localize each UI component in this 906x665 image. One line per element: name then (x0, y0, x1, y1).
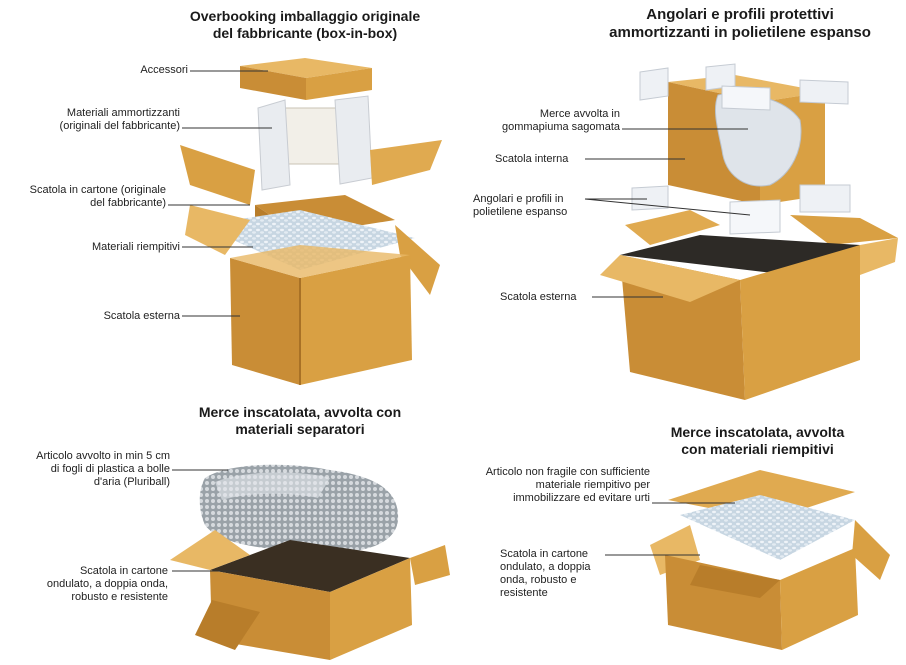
box4-flap-front (690, 565, 780, 598)
label-scatola-esterna-2: Scatola esterna (500, 291, 577, 303)
panel2-title: Angolari e profili protettivi ammortizza… (585, 6, 895, 42)
box-in-box-illustration (180, 58, 442, 385)
inner-flap-left (180, 145, 255, 205)
label-materiali-ammortizzanti: Materiali ammortizzanti (originali del f… (40, 107, 180, 133)
label-merce-avvolta: Merce avvolta in gommapiuma sagomata (500, 108, 620, 134)
label-cartone-line1: Scatola in cartone (originale (29, 184, 166, 196)
label-articolo4-line3: immobilizzare ed evitare urti (513, 492, 650, 504)
leader-lines (168, 70, 751, 572)
label-scatola3-line1: Scatola in cartone (79, 565, 168, 577)
filler-peanuts (200, 210, 415, 270)
panel2-title-line1: Angolari e profili protettivi (646, 6, 834, 23)
outer-box-front (230, 258, 300, 385)
accessori-box-front (240, 66, 306, 100)
corner-top-front (721, 85, 771, 111)
corner-top-back (705, 63, 736, 91)
box4-side (780, 548, 858, 650)
label-angolari-line1: Angolari e profili in (473, 193, 564, 205)
label-ammortizzanti-line2: (originali del fabbricante) (59, 120, 180, 132)
label-accessori: Accessori (140, 64, 188, 76)
polyethylene-corners-illustration (600, 63, 898, 400)
inner-flap-right (370, 140, 442, 185)
accessori-box-side (306, 68, 372, 100)
corner-bottom-right (799, 184, 851, 213)
box3-flap-front (195, 600, 260, 650)
box4-front (665, 555, 782, 650)
label-scatola-doppia-onda-4: Scatola in cartone ondulato, a doppia on… (500, 548, 605, 600)
label-articolo3-line2: di fogli di plastica a bolle (50, 463, 170, 475)
loose-fill-illustration (650, 470, 890, 650)
label-scatola4-line2: ondulato, a doppia (500, 561, 591, 573)
cushion-left (257, 99, 291, 191)
bubble-wrap-illustration (170, 464, 450, 660)
corner-bottom-front (729, 199, 781, 235)
leader-angolari-b (584, 198, 751, 216)
label-articolo4-line1: Articolo non fragile con sufficiente (485, 466, 650, 478)
cushion-right (334, 95, 373, 185)
outer-flap-back-left (625, 210, 720, 245)
panel1-title: Overbooking imballaggio originale del fa… (180, 8, 430, 42)
panel1-title-line1: Overbooking imballaggio originale (189, 8, 421, 24)
label-articolo3-line1: Articolo avvolto in min 5 cm (36, 450, 170, 462)
label-angolari-profili: Angolari e profili in polietilene espans… (473, 193, 588, 219)
panel4-title: Merce inscatolata, avvolta con materiali… (650, 424, 865, 458)
outer-flap-front (600, 255, 740, 302)
corner-top-left (639, 67, 669, 101)
box3-flap-right (410, 545, 450, 585)
foam-wrapped-product (715, 93, 802, 187)
label-scatola4-line3: onda, robusto e (500, 574, 577, 586)
label-materiali-riempitivi: Materiali riempitivi (91, 241, 180, 253)
panel1-title-line2: del fabbricante (box-in-box) (212, 25, 398, 41)
label-angolari-line2: polietilene espanso (473, 206, 568, 218)
label-scatola4-line4: resistente (500, 587, 548, 599)
label-cartone-line2: del fabbricante) (90, 197, 166, 209)
label-scatola3-line2: ondulato, a doppia onda, (46, 578, 168, 590)
box3-flap-left (170, 530, 250, 570)
outer-flap-left (185, 205, 250, 255)
panel3-title-line1: Merce inscatolata, avvolta con (198, 404, 402, 420)
panel2-title-line2: ammortizzanti in polietilene espanso (609, 24, 871, 41)
label-articolo-pluriball: Articolo avvolto in min 5 cm di fogli di… (20, 450, 170, 489)
outer-box-right-face (740, 245, 860, 400)
outer-box-side (300, 255, 412, 385)
box4-flap-right (852, 520, 890, 580)
label-articolo4-line2: materiale riempitivo per (535, 479, 650, 491)
outer-flap-right (860, 238, 898, 275)
label-scatola-cartone-originale: Scatola in cartone (originale del fabbri… (8, 184, 166, 210)
outer-flap-right (395, 225, 440, 295)
box3-opening (210, 540, 410, 592)
corner-top-right (799, 79, 849, 105)
bubble-wrap-highlight (215, 472, 330, 500)
label-articolo-non-fragile: Articolo non fragile con sufficiente mat… (460, 466, 650, 505)
label-ammortizzanti-line1: Materiali ammortizzanti (66, 107, 180, 119)
panel3-title-line2: materiali separatori (235, 421, 365, 437)
panel3-title: Merce inscatolata, avvolta con materiali… (170, 404, 430, 438)
box3-side (330, 558, 412, 660)
label-scatola-interna: Scatola interna (495, 153, 569, 165)
outer-box-top-edge (230, 245, 410, 278)
box4-filler (680, 495, 855, 560)
label-articolo3-line3: d'aria (Pluriball) (93, 476, 170, 488)
label-scatola4-line1: Scatola in cartone (500, 548, 589, 560)
label-scatola-doppia-onda-3: Scatola in cartone ondulato, a doppia on… (40, 565, 168, 604)
panel4-title-line2: con materiali riempitivi (681, 441, 834, 457)
label-scatola3-line3: robusto e resistente (71, 591, 168, 603)
panel4-title-line1: Merce inscatolata, avvolta (670, 424, 845, 440)
label-merce-line2: gommapiuma sagomata (501, 121, 620, 133)
label-scatola-esterna-1: Scatola esterna (103, 310, 180, 322)
outer-flap-back-right (790, 215, 898, 245)
label-merce-line1: Merce avvolta in (539, 108, 620, 120)
